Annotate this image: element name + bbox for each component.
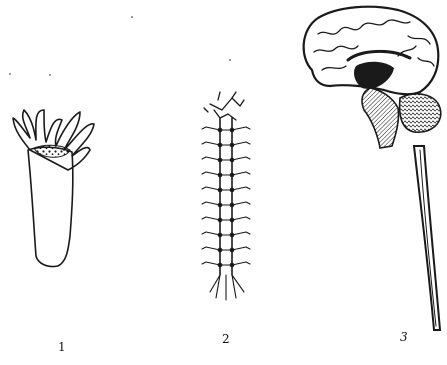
speck bbox=[9, 73, 11, 75]
ladder-nervous-system-figure bbox=[202, 92, 250, 300]
lateral-nerve-left bbox=[202, 262, 220, 265]
lateral-nerve-right bbox=[232, 157, 250, 160]
ganglion bbox=[230, 248, 234, 252]
lateral-nerve-left bbox=[202, 127, 220, 130]
ganglion bbox=[230, 143, 234, 147]
ganglion bbox=[218, 203, 222, 207]
ganglion bbox=[218, 218, 222, 222]
lateral-nerve-right bbox=[232, 232, 250, 235]
lateral-nerve-right bbox=[232, 247, 250, 250]
cerebellum bbox=[400, 94, 441, 132]
hydra-figure bbox=[13, 110, 94, 267]
ganglion bbox=[230, 173, 234, 177]
ganglion bbox=[218, 128, 222, 132]
tail-branches bbox=[210, 275, 244, 300]
ganglion bbox=[230, 158, 234, 162]
lateral-nerve-left bbox=[202, 172, 220, 175]
human-cns-figure bbox=[304, 7, 441, 330]
ganglion bbox=[218, 248, 222, 252]
head-ganglion bbox=[204, 92, 244, 120]
lateral-nerve-right bbox=[232, 202, 250, 205]
ganglion bbox=[218, 158, 222, 162]
label-figure-3: 3 bbox=[400, 330, 408, 344]
ganglion bbox=[230, 233, 234, 237]
hydra-tentacles bbox=[13, 110, 94, 170]
ladder-commissures bbox=[202, 127, 250, 267]
lateral-nerve-left bbox=[202, 247, 220, 250]
lateral-nerve-right bbox=[232, 142, 250, 145]
brainstem bbox=[362, 88, 399, 148]
ganglion bbox=[230, 128, 234, 132]
hydra-body bbox=[28, 147, 73, 266]
lateral-nerve-left bbox=[202, 217, 220, 220]
lateral-nerve-left bbox=[202, 187, 220, 190]
ganglion bbox=[218, 143, 222, 147]
lateral-nerve-left bbox=[202, 157, 220, 160]
lateral-nerve-right bbox=[232, 217, 250, 220]
ganglion bbox=[230, 263, 234, 267]
lateral-nerve-right bbox=[232, 262, 250, 265]
ganglion bbox=[218, 233, 222, 237]
speck bbox=[131, 16, 133, 18]
lateral-nerve-right bbox=[232, 127, 250, 130]
lateral-nerve-left bbox=[202, 202, 220, 205]
ganglion bbox=[230, 218, 234, 222]
thalamus bbox=[354, 62, 394, 89]
lateral-nerve-right bbox=[232, 172, 250, 175]
ganglion bbox=[218, 188, 222, 192]
ganglion bbox=[230, 203, 234, 207]
ganglion bbox=[218, 263, 222, 267]
label-figure-1: 1 bbox=[58, 340, 66, 354]
lateral-nerve-left bbox=[202, 232, 220, 235]
lateral-nerve-left bbox=[202, 142, 220, 145]
ganglion bbox=[230, 188, 234, 192]
speck bbox=[49, 74, 51, 76]
lateral-nerve-right bbox=[232, 187, 250, 190]
label-figure-2: 2 bbox=[222, 332, 230, 346]
speck bbox=[229, 59, 231, 61]
ganglion bbox=[218, 173, 222, 177]
